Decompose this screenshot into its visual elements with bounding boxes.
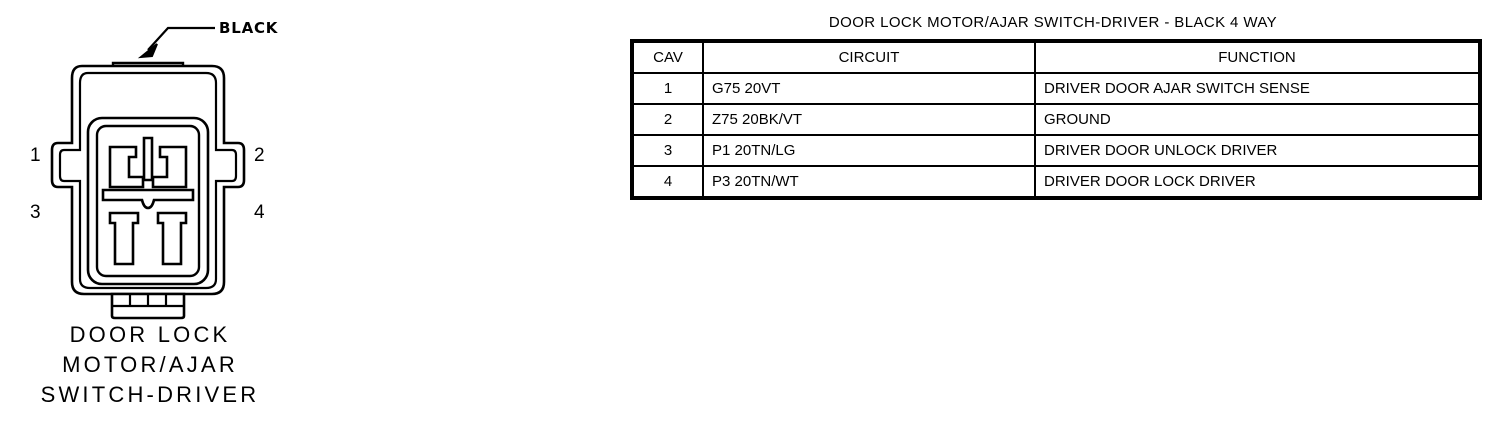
cell-function: DRIVER DOOR LOCK DRIVER	[1034, 165, 1481, 199]
column-header-function: FUNCTION	[1034, 40, 1481, 74]
connector-diagram	[50, 26, 246, 320]
pinout-table-panel: DOOR LOCK MOTOR/AJAR SWITCH-DRIVER - BLA…	[630, 14, 1482, 200]
pinout-table: CAV CIRCUIT FUNCTION 1 G75 20VT DRIVER D…	[630, 39, 1482, 200]
connector-bottom-tab	[110, 292, 186, 320]
cell-function: GROUND	[1034, 103, 1481, 136]
terminal-cavity-4	[156, 211, 188, 266]
connector-caption: DOOR LOCK MOTOR/AJAR SWITCH-DRIVER	[40, 322, 260, 407]
cell-circuit: P3 20TN/WT	[702, 165, 1036, 199]
connector-illustration-panel: BLACK 1 2 3 4 DOOR LOCK MOTOR/AJAR SWITC…	[0, 0, 330, 434]
cell-cav: 2	[631, 103, 704, 136]
table-row: 1 G75 20VT DRIVER DOOR AJAR SWITCH SENSE	[631, 72, 1481, 105]
cell-function: DRIVER DOOR AJAR SWITCH SENSE	[1034, 72, 1481, 105]
center-locking-post	[142, 136, 154, 182]
terminal-cavity-3	[108, 211, 140, 266]
pinout-table-title: DOOR LOCK MOTOR/AJAR SWITCH-DRIVER - BLA…	[828, 14, 1278, 31]
black-callout-leader	[137, 26, 215, 59]
cavity-number-3: 3	[30, 202, 41, 223]
cell-circuit: P1 20TN/LG	[702, 134, 1036, 167]
cell-cav: 1	[631, 72, 704, 105]
cell-cav: 3	[631, 134, 704, 167]
column-header-cav: CAV	[631, 40, 704, 74]
cavity-number-1: 1	[30, 145, 41, 166]
connector-shell-inner-wall	[58, 71, 238, 290]
column-header-circuit: CIRCUIT	[702, 40, 1036, 74]
cavity-number-4: 4	[254, 202, 265, 223]
cell-cav: 4	[631, 165, 704, 199]
table-row: 3 P1 20TN/LG DRIVER DOOR UNLOCK DRIVER	[631, 134, 1481, 167]
cavity-number-2: 2	[254, 145, 265, 166]
pinout-table-head: CAV CIRCUIT FUNCTION	[631, 40, 1481, 74]
pinout-table-body: 1 G75 20VT DRIVER DOOR AJAR SWITCH SENSE…	[631, 72, 1481, 199]
cell-function: DRIVER DOOR UNLOCK DRIVER	[1034, 134, 1481, 167]
table-header-row: CAV CIRCUIT FUNCTION	[631, 40, 1481, 74]
cell-circuit: Z75 20BK/VT	[702, 103, 1036, 136]
table-row: 2 Z75 20BK/VT GROUND	[631, 103, 1481, 136]
cavity-divider-bar	[101, 188, 195, 210]
connector-color-callout: BLACK	[219, 19, 279, 37]
table-row: 4 P3 20TN/WT DRIVER DOOR LOCK DRIVER	[631, 165, 1481, 199]
cell-circuit: G75 20VT	[702, 72, 1036, 105]
terminal-cavity-2	[151, 145, 188, 189]
terminal-cavity-1	[108, 145, 145, 189]
